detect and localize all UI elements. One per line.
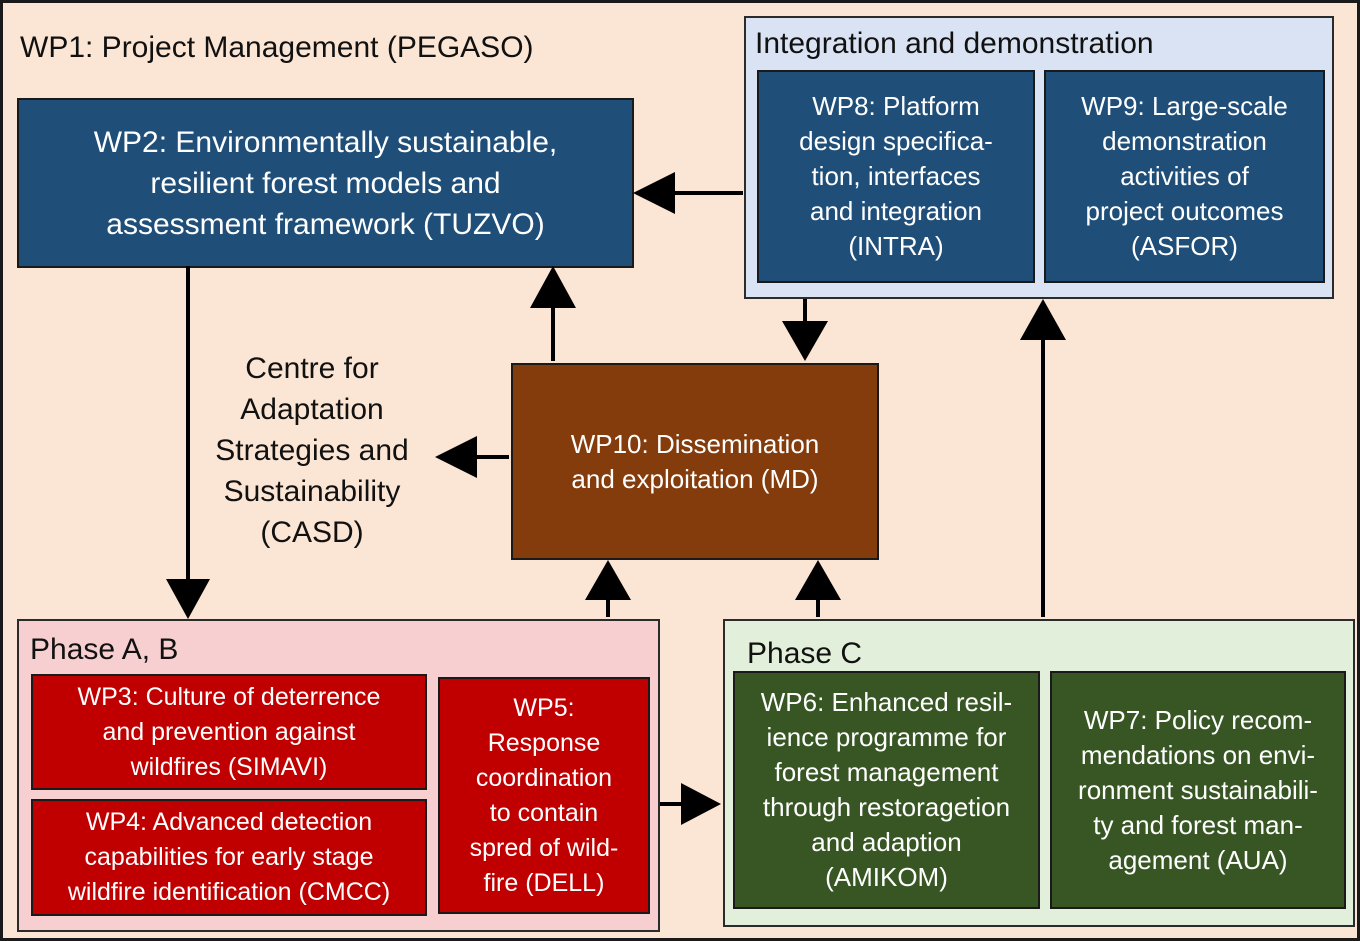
wp7-box: WP7: Policy recom- mendations on envi- r… xyxy=(1050,671,1346,909)
wp6-box: WP6: Enhanced resil- ience programme for… xyxy=(733,671,1040,909)
wp10-label: WP10: Dissemination and exploitation (MD… xyxy=(570,428,820,494)
arrow-phase-ab-to-phase-c-head xyxy=(681,783,721,825)
arrow-phase-ab-to-wp10-head xyxy=(585,560,631,600)
arrow-phase-c-to-wp10-head xyxy=(795,560,841,600)
phase-ab-panel: Phase A, B WP3: Culture of deterrence an… xyxy=(17,619,660,932)
phase-ab-title: Phase A, B xyxy=(30,633,179,666)
wp1-label: WP1: Project Management (PEGASO) xyxy=(20,31,534,64)
phase-c-title: Phase C xyxy=(747,637,863,670)
wp10-box: WP10: Dissemination and exploitation (MD… xyxy=(511,363,879,560)
wp4-label: WP4: Advanced detection capabilities for… xyxy=(67,808,391,906)
phase-c-panel: Phase C WP6: Enhanced resil- ience progr… xyxy=(723,619,1355,927)
arrows-layer xyxy=(166,172,1066,825)
arrow-wp2-to-phase-ab-head xyxy=(166,579,210,619)
integration-title: Integration and demonstration xyxy=(755,27,1154,60)
wp3-label: WP3: Culture of deterrence and preventio… xyxy=(77,682,381,781)
integration-panel: Integration and demonstration WP8: Platf… xyxy=(744,16,1334,299)
wp7-label: WP7: Policy recom- mendations on envi- r… xyxy=(1078,704,1318,875)
arrow-wp10-to-centre-head xyxy=(435,436,477,478)
wp4-box: WP4: Advanced detection capabilities for… xyxy=(31,799,427,916)
wp3-box: WP3: Culture of deterrence and preventio… xyxy=(31,674,427,790)
wp5-label: WP5: Response coordination to contain sp… xyxy=(469,693,619,897)
wp9-box: WP9: Large-scale demonstration activitie… xyxy=(1044,70,1325,283)
wp2-box: WP2: Environmentally sustainable, resili… xyxy=(17,98,634,268)
wp5-box: WP5: Response coordination to contain sp… xyxy=(438,677,650,914)
wp8-box: WP8: Platform design specifica- tion, in… xyxy=(757,70,1035,283)
arrow-integration-to-wp10-head xyxy=(782,321,828,361)
arrow-phase-c-to-integration-head xyxy=(1020,299,1066,340)
arrow-wp10-to-wp2-head xyxy=(530,266,576,308)
arrow-integration-to-wp2-head xyxy=(633,172,675,214)
centre-label: Centre for Adaptation Strategies and Sus… xyxy=(215,352,409,549)
wp8-label: WP8: Platform design specifica- tion, in… xyxy=(799,91,993,261)
wp2-label: WP2: Environmentally sustainable, resili… xyxy=(93,125,558,241)
wp9-label: WP9: Large-scale demonstration activitie… xyxy=(1081,91,1288,261)
wp6-label: WP6: Enhanced resil- ience programme for… xyxy=(760,687,1013,892)
